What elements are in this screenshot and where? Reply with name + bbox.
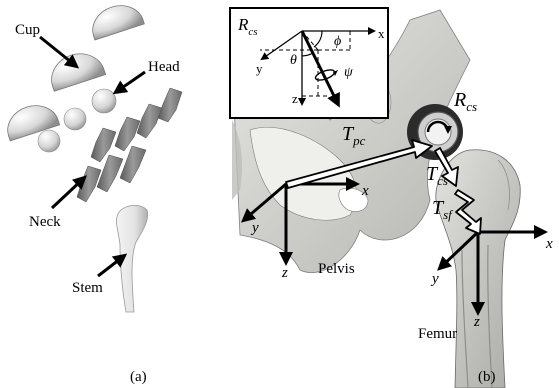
caption-a: (a)	[130, 369, 147, 385]
stem-pointer	[98, 256, 124, 276]
pelvis-z-label: z	[281, 265, 288, 281]
phi-label: ϕ	[334, 34, 341, 49]
inset-y-label: y	[256, 61, 263, 76]
panel-a: Cup Head Neck Stem (a)	[2, 0, 182, 385]
panel-b: Rcs x y z ϕ θ ψ x y z x y z	[230, 8, 553, 388]
pelvis-label: Pelvis	[318, 261, 355, 277]
pelvis-y-label: y	[250, 220, 259, 236]
inset-z-label: z	[292, 91, 298, 106]
neck-shape	[158, 88, 182, 122]
cup-label: Cup	[15, 22, 40, 38]
femur-y-label: y	[430, 271, 439, 287]
femur-z-label: z	[473, 314, 480, 330]
neck-shape	[120, 146, 146, 183]
caption-b: (b)	[478, 369, 496, 385]
head-shape	[64, 108, 86, 130]
cup-shape	[45, 47, 105, 91]
rcs-label: Rcs	[453, 89, 477, 114]
neck-shape	[115, 117, 140, 151]
stem-label: Stem	[72, 280, 103, 296]
cup-shape	[87, 0, 144, 40]
psi-label: ψ	[344, 65, 353, 80]
neck-shape	[77, 166, 101, 202]
head-label: Head	[148, 59, 180, 75]
inset-x-label: x	[378, 26, 385, 41]
head-pointer	[116, 72, 145, 92]
pelvis-x-label: x	[361, 183, 369, 199]
neck-label: Neck	[29, 214, 61, 230]
inset-rotation-box: Rcs x y z ϕ θ ψ	[230, 8, 388, 118]
femur-label: Femur	[418, 326, 457, 342]
neck-shape	[137, 104, 162, 138]
theta-label: θ	[290, 53, 297, 68]
cup-pointer	[40, 37, 76, 66]
head-shape	[38, 130, 60, 152]
femur-x-label: x	[545, 236, 553, 252]
head-shape	[92, 89, 116, 113]
